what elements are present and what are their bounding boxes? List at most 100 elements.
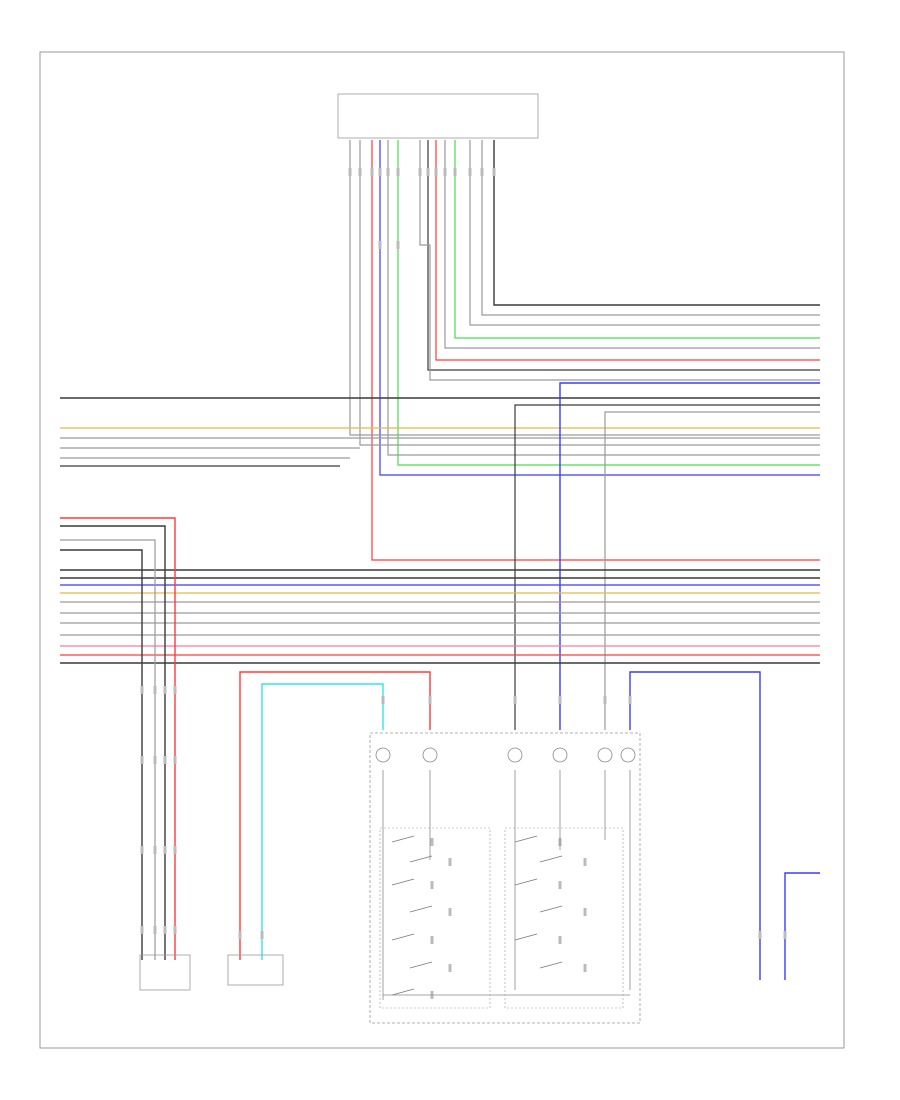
- left-connector-block: [139, 954, 191, 991]
- switch-pin-1: [428, 696, 432, 704]
- switch-tick-right-5: [583, 964, 587, 972]
- bundle-pin-c-0: [140, 846, 144, 854]
- wire-black: [493, 140, 820, 306]
- bundle-pin-b-3: [173, 756, 177, 764]
- switch-assembly: [369, 732, 641, 1024]
- switch-tick-left-0: [430, 838, 434, 846]
- connector-pin-5: [396, 168, 400, 176]
- wire-gray: [419, 140, 820, 381]
- switch-contact-right-0: [514, 835, 538, 843]
- switch-pin-2: [513, 696, 517, 704]
- switch-contact-left-3: [409, 905, 433, 913]
- wire-green: [397, 140, 820, 466]
- wire-gray: [604, 411, 820, 730]
- switch-pin-4: [603, 696, 607, 704]
- switch-pin-5: [628, 696, 632, 704]
- switch-contact-left-5: [409, 961, 433, 969]
- connector-pin-0: [348, 168, 352, 176]
- connector-pin-9: [443, 168, 447, 176]
- component-group: [140, 168, 787, 1000]
- wire-gray: [359, 140, 820, 446]
- bundle-pin-d-2: [163, 926, 167, 934]
- wire-green: [454, 140, 820, 339]
- connector-pin-11: [468, 168, 472, 176]
- bundle-pin-a-0: [140, 686, 144, 694]
- top-connector: [337, 93, 539, 139]
- wire-cyan: [261, 683, 384, 960]
- bundle-pin-a-3: [173, 686, 177, 694]
- connector-pin-mid-0: [378, 241, 382, 249]
- wire-red: [60, 517, 176, 960]
- wire-red: [435, 140, 820, 361]
- connector-pin-8: [434, 168, 438, 176]
- ground-pin-0: [758, 931, 762, 939]
- wire-gray: [349, 140, 820, 436]
- switch-contact-left-1: [409, 855, 433, 863]
- wire-blue: [559, 382, 820, 730]
- switch-contact-left-6: [391, 988, 415, 996]
- bundle-pin-d-3: [173, 926, 177, 934]
- terminal-4: [597, 747, 613, 763]
- bundle-pin-b-1: [153, 756, 157, 764]
- terminal-1: [422, 747, 438, 763]
- middle-pin-1: [260, 931, 264, 939]
- switch-contact-right-2: [514, 878, 538, 886]
- connector-pin-6: [418, 168, 422, 176]
- terminal-5: [620, 747, 636, 763]
- switch-tick-right-1: [583, 858, 587, 866]
- wire-gray: [469, 140, 820, 326]
- switch-tick-left-1: [448, 858, 452, 866]
- switch-tick-left-4: [430, 936, 434, 944]
- wire-black: [60, 549, 143, 960]
- terminal-2: [507, 747, 523, 763]
- connector-pin-13: [492, 168, 496, 176]
- connector-pin-1: [358, 168, 362, 176]
- switch-tick-left-2: [430, 881, 434, 889]
- connector-pin-mid-1: [396, 241, 400, 249]
- wire-blue: [784, 872, 820, 980]
- switch-contact-right-5: [539, 961, 563, 969]
- wire-black: [514, 404, 820, 730]
- switch-pin-3: [558, 696, 562, 704]
- wire-black: [60, 525, 166, 960]
- wire-red: [371, 140, 820, 561]
- switch-tick-right-4: [558, 936, 562, 944]
- switch-tick-right-3: [583, 908, 587, 916]
- connector-pin-2: [370, 168, 374, 176]
- wire-gray: [387, 140, 820, 456]
- switch-contact-left-0: [391, 835, 415, 843]
- bundle-pin-d-1: [153, 926, 157, 934]
- switch-contact-left-4: [391, 933, 415, 941]
- switch-contact-right-4: [514, 933, 538, 941]
- wire-black: [427, 140, 820, 371]
- switch-tick-left-3: [448, 908, 452, 916]
- wire-gray: [60, 539, 156, 960]
- switch-pin-0: [381, 696, 385, 704]
- terminal-0: [375, 747, 391, 763]
- terminal-3: [552, 747, 568, 763]
- bundle-pin-c-2: [163, 846, 167, 854]
- switch-tick-right-2: [558, 881, 562, 889]
- bundle-pin-d-0: [140, 926, 144, 934]
- connector-pin-7: [426, 168, 430, 176]
- bundle-pin-c-3: [173, 846, 177, 854]
- switch-contact-right-3: [539, 905, 563, 913]
- diagram-frame: [39, 51, 845, 1049]
- wire-gray: [444, 140, 820, 349]
- wire-red: [239, 671, 431, 960]
- middle-pin-0: [238, 931, 242, 939]
- bundle-pin-a-2: [163, 686, 167, 694]
- wire-gray: [481, 140, 820, 316]
- connector-pin-3: [378, 168, 382, 176]
- bundle-pin-c-1: [153, 846, 157, 854]
- middle-connector: [227, 954, 284, 986]
- wire-blue: [629, 671, 761, 980]
- bundle-pin-a-1: [153, 686, 157, 694]
- wire-blue: [379, 140, 820, 476]
- switch-contact-right-1: [539, 855, 563, 863]
- connector-pin-4: [386, 168, 390, 176]
- switch-tick-left-5: [448, 964, 452, 972]
- bundle-pin-b-2: [163, 756, 167, 764]
- connector-pin-10: [453, 168, 457, 176]
